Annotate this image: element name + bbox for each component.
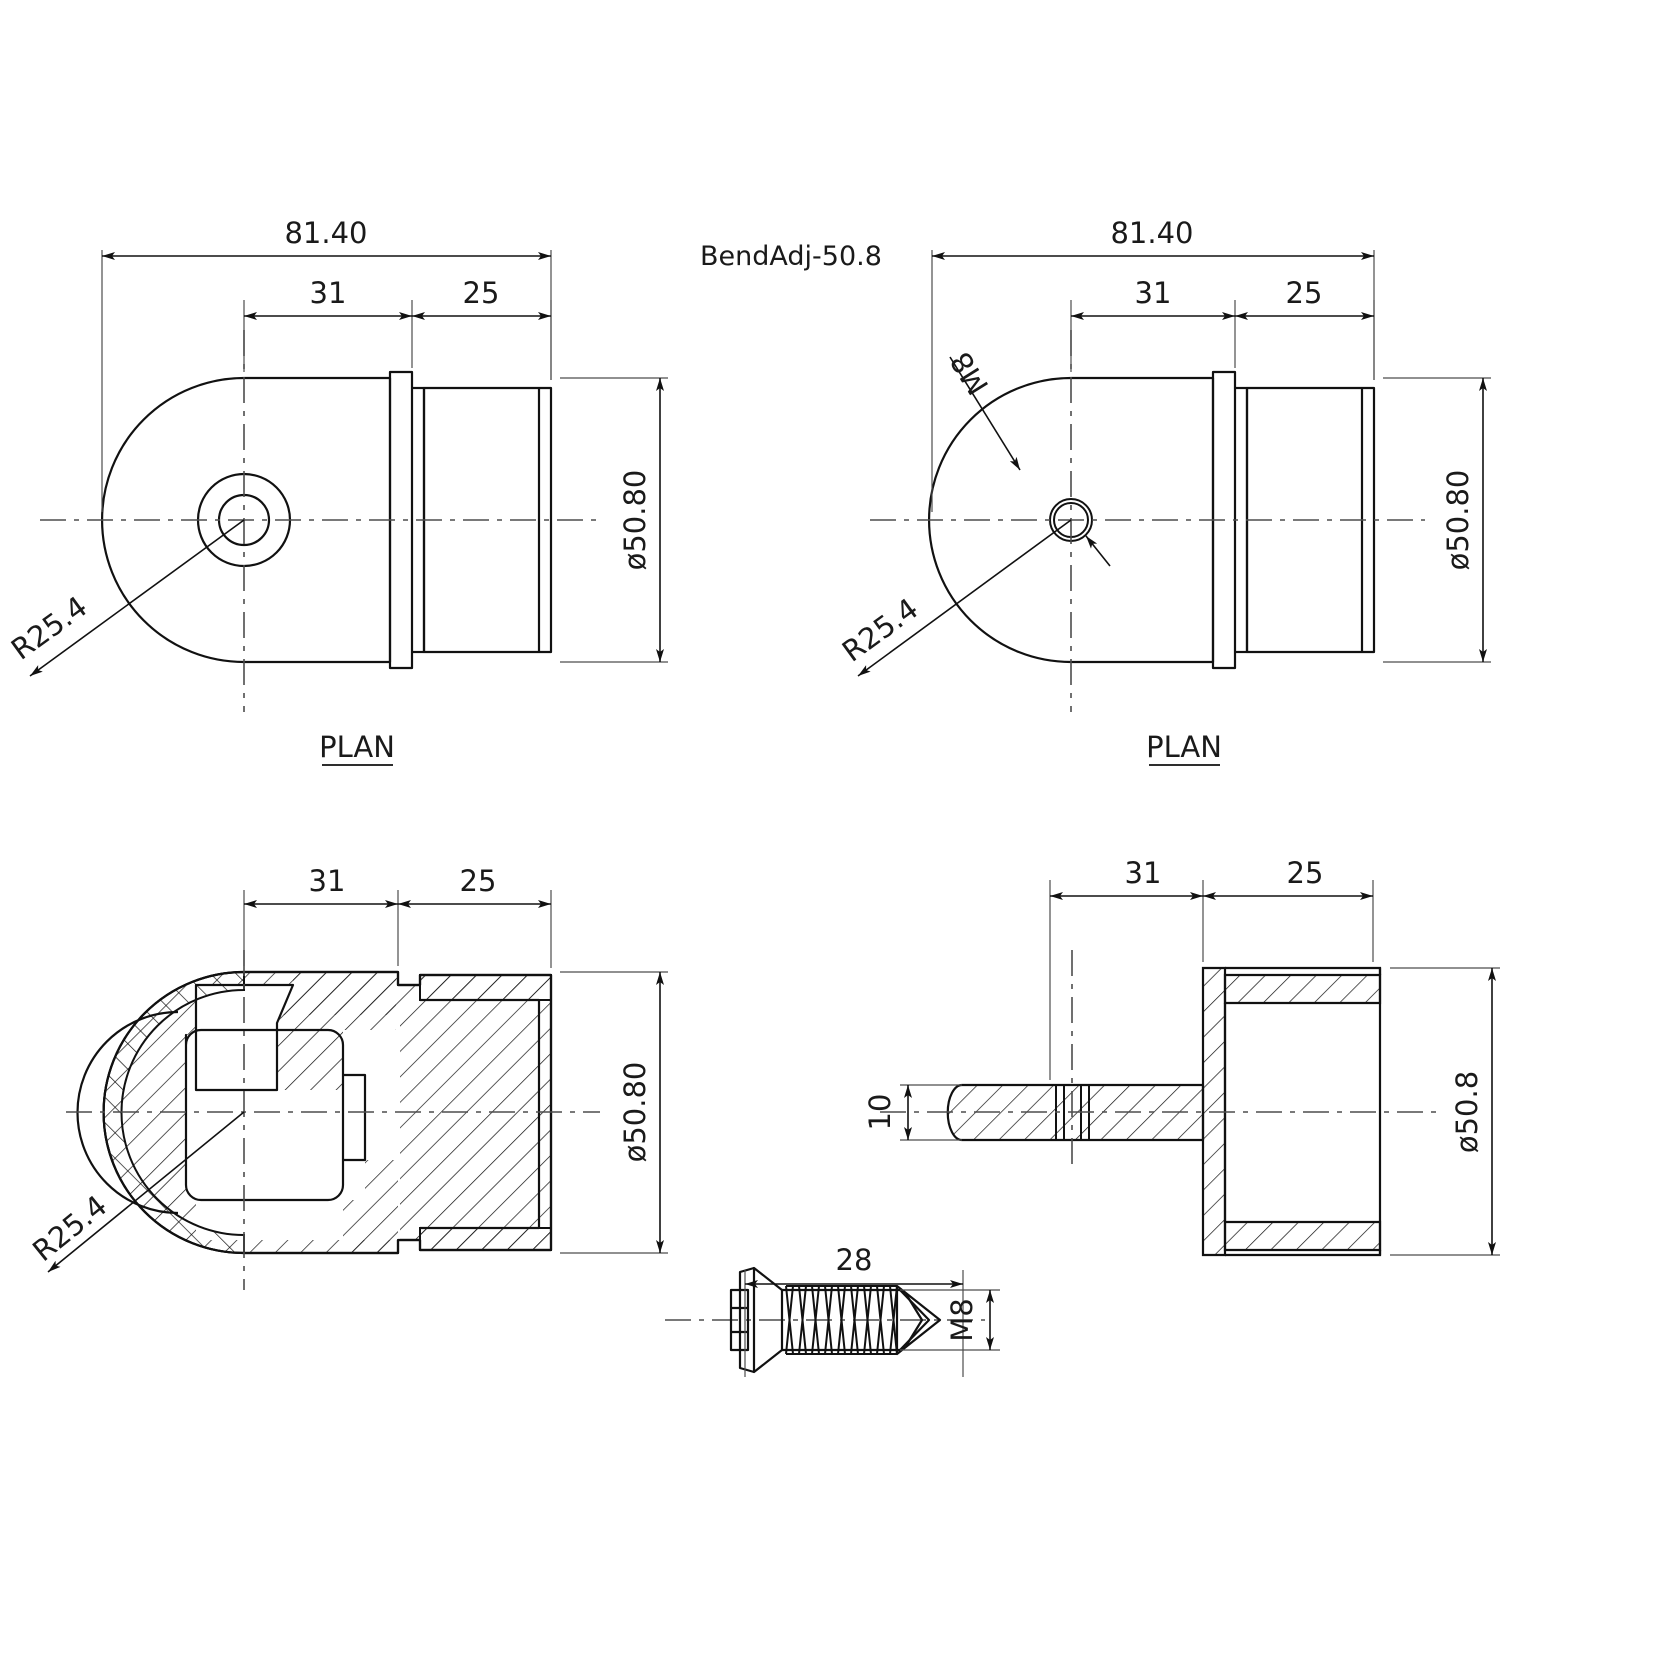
- dim-text-dia-bl: ø50.80: [618, 1062, 652, 1163]
- screw-shank: [782, 1288, 900, 1352]
- section-left-hatch-bands: [102, 970, 552, 1255]
- dim-text-25-bl: 25: [460, 864, 497, 898]
- dim-text-dia-br: ø50.8: [1450, 1071, 1484, 1153]
- dim-text-m8-screw: M8: [945, 1298, 979, 1341]
- section-right-extension-lines: [900, 880, 1500, 1256]
- section-right-centerlines: [880, 950, 1440, 1172]
- plan-left-extension-lines: [101, 250, 668, 663]
- dim-text-25-br: 25: [1287, 856, 1324, 890]
- section-left-material: [102, 970, 553, 1255]
- dim-text-dia-right: ø50.80: [1441, 470, 1475, 571]
- screw-point: [895, 1284, 942, 1356]
- plan-right-centerlines: [870, 330, 1425, 712]
- leader-m8-right-lower: [1085, 535, 1111, 567]
- leader-r254-bl: [47, 1111, 245, 1273]
- plan-left-caption-text: PLAN: [319, 730, 395, 764]
- dim-text-31-br: 31: [1125, 856, 1162, 890]
- plan-right-extension-lines: [931, 250, 1491, 663]
- dim-text-31-bl: 31: [309, 864, 346, 898]
- view-section-bottom-left: 31 25 ø50.80 R25.4: [26, 864, 668, 1290]
- plan-right-caption: PLAN: [1146, 730, 1222, 766]
- dim-text-25-left: 25: [463, 276, 500, 310]
- dim-text-8140-right: 81.40: [1110, 216, 1193, 250]
- screw-extension-lines: [744, 1270, 1000, 1377]
- screw-threads: [785, 1285, 898, 1355]
- leader-m8-right: [949, 356, 1021, 471]
- dim-text-dia-left: ø50.80: [618, 470, 652, 571]
- leader-r254-left: [29, 519, 245, 677]
- view-section-bottom-right: 31 25 ø50.8 10: [863, 856, 1500, 1257]
- plan-left-caption: PLAN: [319, 730, 395, 766]
- section-left-centerlines: [66, 950, 600, 1290]
- dim-text-28-screw: 28: [836, 1243, 873, 1277]
- dim-text-25-right: 25: [1286, 276, 1323, 310]
- plan-right-caption-text: PLAN: [1146, 730, 1222, 764]
- leader-r254-right: [857, 519, 1072, 677]
- part-title-label: BendAdj-50.8: [700, 241, 882, 272]
- section-right-boss: [1223, 966, 1382, 1257]
- dim-text-31-right: 31: [1135, 276, 1172, 310]
- view-screw-detail: 28 M8: [665, 1243, 1000, 1377]
- plan-left-centerlines: [40, 330, 600, 712]
- plan-right-outline: [927, 370, 1376, 670]
- dim-text-10-br: 10: [863, 1094, 897, 1131]
- dim-text-31-left: 31: [310, 276, 347, 310]
- dim-text-8140-left: 81.40: [284, 216, 367, 250]
